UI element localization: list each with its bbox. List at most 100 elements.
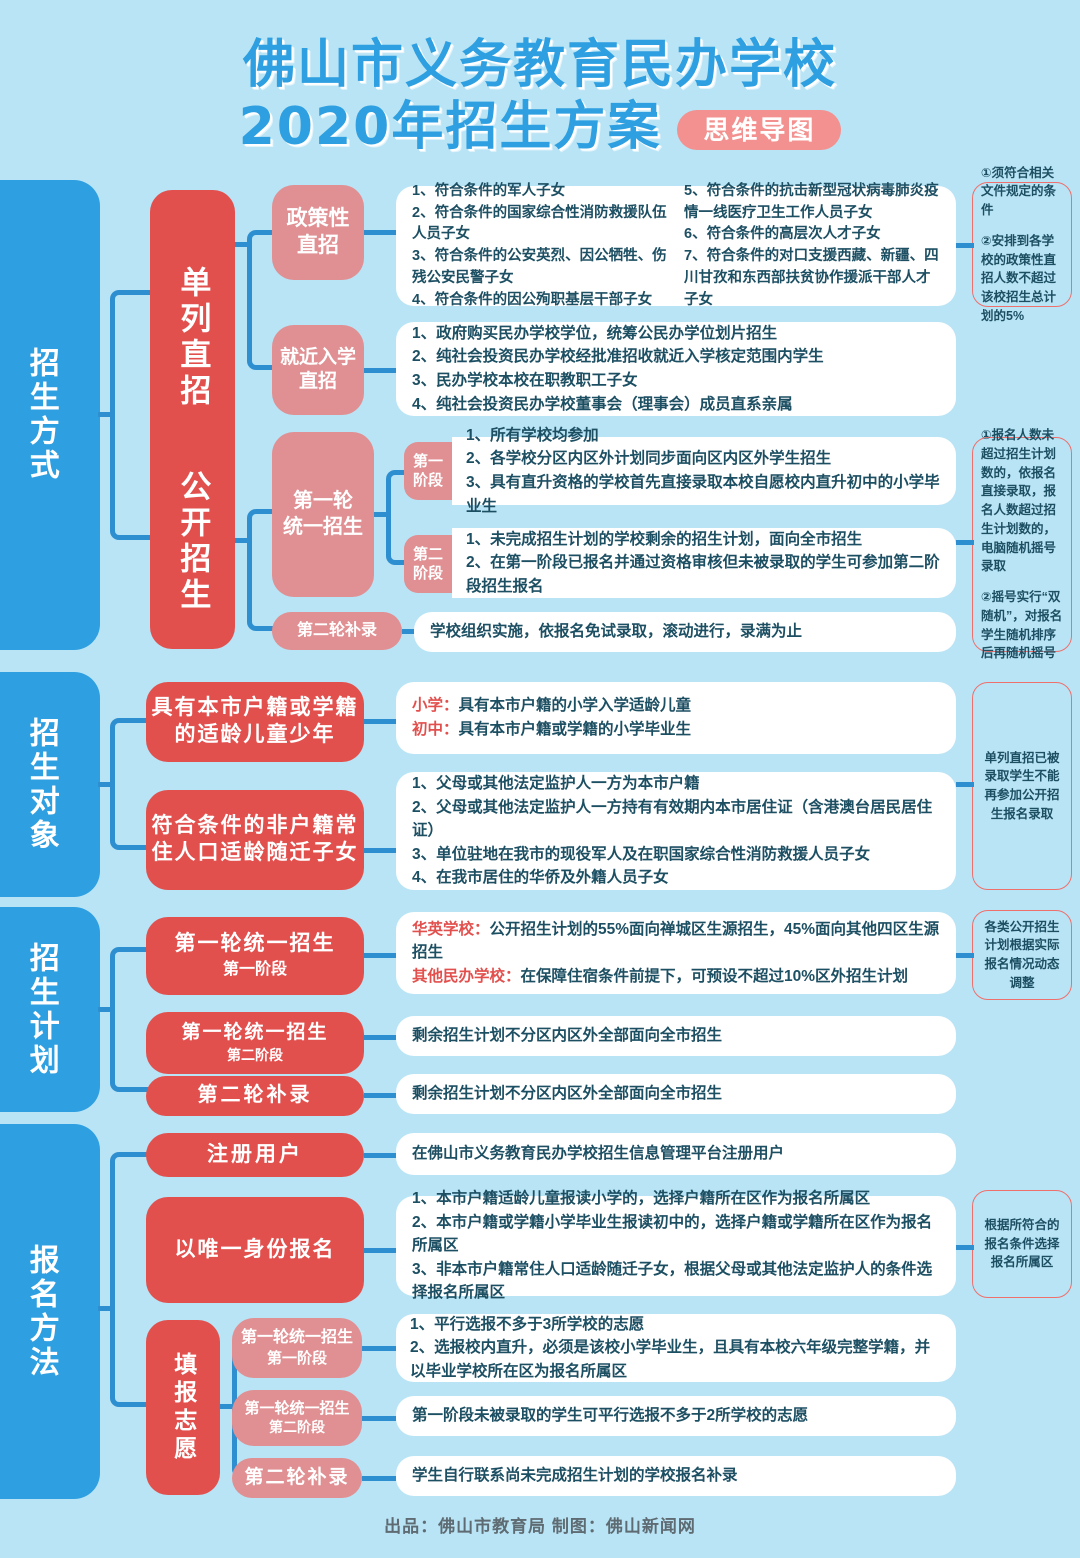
node-benshi-huji[interactable]: 具有本市户籍或学籍 的适龄儿童少年 (146, 682, 364, 762)
card-line: 小学：具有本市户籍的小学入学适龄儿童 (412, 694, 940, 718)
card-line: 3、非本市户籍常住人口适龄随迁子女，根据父母或其他法定监护人的条件选择报名所属区 (412, 1260, 933, 1302)
connector-zhengce-to-card (364, 230, 396, 235)
node-stage2[interactable]: 第二 阶段 (404, 535, 452, 593)
node-weiyi-shenfen-baoming[interactable]: 以唯一身份报名 (146, 1197, 364, 1303)
connector-round2-to-card (402, 629, 416, 634)
note-line: 根据所符合的报名条件选择报名所属区 (984, 1217, 1060, 1270)
node-zhuce-yonghu[interactable]: 注册用户 (146, 1133, 364, 1177)
card-line: 6、符合条件的高层次人才子女 (684, 226, 881, 243)
connector-note2-stub (956, 540, 974, 545)
node-sub-label: 第一阶段 (222, 961, 287, 979)
card-s3-round2: 剩余招生计划不分区内区外全部面向全市招生 (396, 1074, 956, 1114)
card-jiujin-ruxue: 1、政府购买民办学校学位，统筹公民办学位划片招生 2、纯社会投资民办学校经批准招… (396, 322, 956, 416)
node-s3-round2[interactable]: 第二轮补录 (146, 1076, 364, 1116)
page-header: 佛山市义务教育民办学校 2020年招生方案 思维导图 (0, 34, 1080, 158)
section-label-zhaosheng-duixiang: 招生对象 (0, 672, 100, 897)
card-text: 具有本市户籍的小学入学适龄儿童 (458, 697, 692, 715)
connector-s4n2-to-card (364, 1248, 396, 1253)
card-line: 其他民办学校：在保障住宿条件前提下，可预设不超过10%区外招生计划 (412, 965, 940, 989)
card-line: 1、未完成招生计划的学校剩余的招生计划，面向全市招生 (466, 530, 863, 548)
node-zhengcexing-zhizhao[interactable]: 政策性 直招 (272, 185, 364, 280)
node-tianbao-zhiyuan[interactable]: 填报志愿 (146, 1320, 220, 1495)
card-s3-round1-stage2: 剩余招生计划不分区内区外全部面向全市招生 (396, 1016, 956, 1056)
connector-s3n3-to-card (364, 1093, 396, 1098)
connector-note-s4-stub (956, 1245, 974, 1250)
node-diyilun-tongyi-zhaosheng[interactable]: 第一轮 统一招生 (272, 432, 374, 597)
note-baoming-fangfa: 根据所符合的报名条件选择报名所属区 (972, 1190, 1072, 1298)
connector-gongkai-out (235, 538, 249, 543)
node-jiujin-ruxue-zhizhao[interactable]: 就近入学 直招 (272, 325, 364, 415)
card-line: 1、所有学校均参加 (466, 426, 599, 444)
connector-danlie-bracket (247, 230, 275, 370)
node-gongkai-zhaosheng[interactable]: 公开招生 (150, 434, 235, 649)
card-line: 华英学校：公开招生计划的55%面向禅城区生源招生，45%面向其他四区生源招生 (412, 918, 940, 965)
card-line: 4、在我市居住的华侨及外籍人员子女 (412, 869, 669, 887)
connector-tianbao-out (220, 1404, 234, 1409)
node-s4-round1-stage2[interactable]: 第一轮统一招生 第二阶段 (232, 1390, 362, 1446)
card-line: 初中：具有本市户籍或学籍的小学毕业生 (412, 718, 940, 742)
card-line: 2、纯社会投资民办学校经批准招收就近入学核定范围内学生 (412, 348, 824, 366)
note-line: 单列直招已被录取学生不能再参加公开招生报名录取 (984, 750, 1060, 821)
note-line: ②安排到各学校的政策性直招人数不超过该校招生总计划的5% (981, 233, 1057, 323)
note-line: ①须符合相关文件规定的条件 (981, 165, 1057, 218)
card-accent: 华英学校： (412, 920, 490, 938)
card-stage2: 1、未完成招生计划的学校剩余的招生计划，面向全市招生 2、在第一阶段已报名并通过… (452, 528, 956, 598)
connector-s4s2-to-card (362, 1416, 396, 1421)
card-line: 1、平行选报不多于3所学校的志愿 (410, 1315, 645, 1333)
section-label-zhaosheng-fangshi: 招生方式 (0, 180, 100, 650)
card-line: 剩余招生计划不分区内区外全部面向全市招生 (412, 1085, 723, 1103)
card-s4-round2: 学生自行联系尚未完成招生计划的学校报名补录 (396, 1456, 956, 1496)
card-line: 2、父母或其他法定监护人一方持有有效期内本市居住证（含港澳台居民居住证） (412, 798, 933, 840)
card-accent: 初中： (412, 721, 459, 738)
page-title-line2: 2020年招生方案 (238, 97, 662, 157)
card-line: 1、本市户籍适龄儿童报读小学的，选择户籍所在区作为报名所属区 (412, 1190, 871, 1208)
card-line: 第一阶段未被录取的学生可平行选报不多于2所学校的志愿 (412, 1407, 809, 1425)
card-line: 在佛山市义务教育民办学校招生信息管理平台注册用户 (412, 1145, 785, 1163)
card-text: 具有本市户籍或学籍的小学毕业生 (458, 721, 692, 738)
connector-note-s3-stub (956, 953, 974, 958)
connector-section3-bracket (110, 947, 150, 1092)
note-line: 各类公开招生计划根据实际报名情况动态调整 (984, 919, 1060, 990)
node-s4-round1-stage1[interactable]: 第一轮统一招生 第一阶段 (232, 1318, 362, 1378)
card-line: 学校组织实施，依报名免试录取，滚动进行，录满为止 (430, 623, 803, 641)
node-sub-label: 第二阶段 (269, 1419, 325, 1436)
node-stage1[interactable]: 第一 阶段 (404, 442, 452, 500)
card-line: 4、符合条件的因公殉职基层干部子女 (412, 291, 653, 308)
node-s4-round2[interactable]: 第二轮补录 (232, 1458, 362, 1498)
footer-credits: 出品：佛山市教育局 制图：佛山新闻网 (384, 1517, 696, 1536)
card-line: 1、政府购买民办学校学位，统筹公民办学位划片招生 (412, 324, 778, 342)
note-zhaosheng-duixiang: 单列直招已被录取学生不能再参加公开招生报名录取 (972, 682, 1072, 890)
connector-note-s2-stub (956, 782, 974, 787)
node-main-label: 第一轮统一招生 (181, 1022, 329, 1044)
connector-jiujin-to-card (364, 368, 396, 373)
card-accent: 小学： (412, 697, 459, 715)
node-dierlun-bulu[interactable]: 第二轮补录 (272, 612, 402, 650)
connector-s4s1-to-card (362, 1346, 396, 1351)
node-main-label: 第一轮统一招生 (174, 932, 336, 956)
connector-s4s3-to-card (362, 1476, 396, 1481)
card-s4-round1-stage1: 1、平行选报不多于3所学校的志愿 2、选报校内直升，必须是该校小学毕业生，且具有… (396, 1314, 956, 1382)
card-text: 公开招生计划的55%面向禅城区生源招生，45%面向其他四区生源招生 (412, 920, 940, 962)
connector-s3n2-to-card (364, 1035, 396, 1040)
connector-section2-spine (98, 782, 112, 787)
card-line: 2、符合条件的国家综合性消防救援队伍人员子女 (412, 204, 667, 243)
card-line: 1、符合条件的军人子女 (412, 182, 566, 199)
connector-note1-stub (956, 243, 974, 248)
connector-danlie-out (235, 242, 249, 247)
node-s3-round1-stage2[interactable]: 第一轮统一招生 第二阶段 (146, 1012, 364, 1074)
node-fei-huji-suiqian[interactable]: 符合条件的非户籍常 住人口适龄随迁子女 (146, 790, 364, 890)
section-label-baoming-fangfa: 报名方法 (0, 1124, 100, 1499)
connector-gongkai-bracket (247, 509, 275, 631)
card-line: 3、具有直升资格的学校首先直接录取本校自愿校内直升初中的小学毕业生 (466, 474, 940, 515)
card-line: 4、纯社会投资民办学校董事会（理事会）成员直系亲属 (412, 395, 793, 413)
node-s3-round1-stage1[interactable]: 第一轮统一招生 第一阶段 (146, 917, 364, 995)
node-main-label: 第一轮统一招生 (244, 1399, 350, 1417)
card-line: 2、在第一阶段已报名并通过资格审核但未被录取的学生可参加第二阶段招生报名 (466, 554, 940, 595)
card-line: 2、本市户籍或学籍小学毕业生报读初中的，选择户籍或学籍所在区作为报名所属区 (412, 1213, 933, 1255)
section-label-zhaosheng-jihua: 招生计划 (0, 907, 100, 1112)
card-benshi-huji: 小学：具有本市户籍的小学入学适龄儿童 初中：具有本市户籍或学籍的小学毕业生 (396, 682, 956, 754)
card-line: 学生自行联系尚未完成招生计划的学校报名补录 (412, 1467, 738, 1485)
card-line: 5、符合条件的抗击新型冠状病毒肺炎疫情一线医疗卫生工作人员子女 (684, 182, 939, 221)
connector-s2n2-to-card (364, 848, 396, 853)
card-stage1: 1、所有学校均参加 2、各学校分区内区外计划同步面向区内区外学生招生 3、具有直… (452, 427, 956, 515)
